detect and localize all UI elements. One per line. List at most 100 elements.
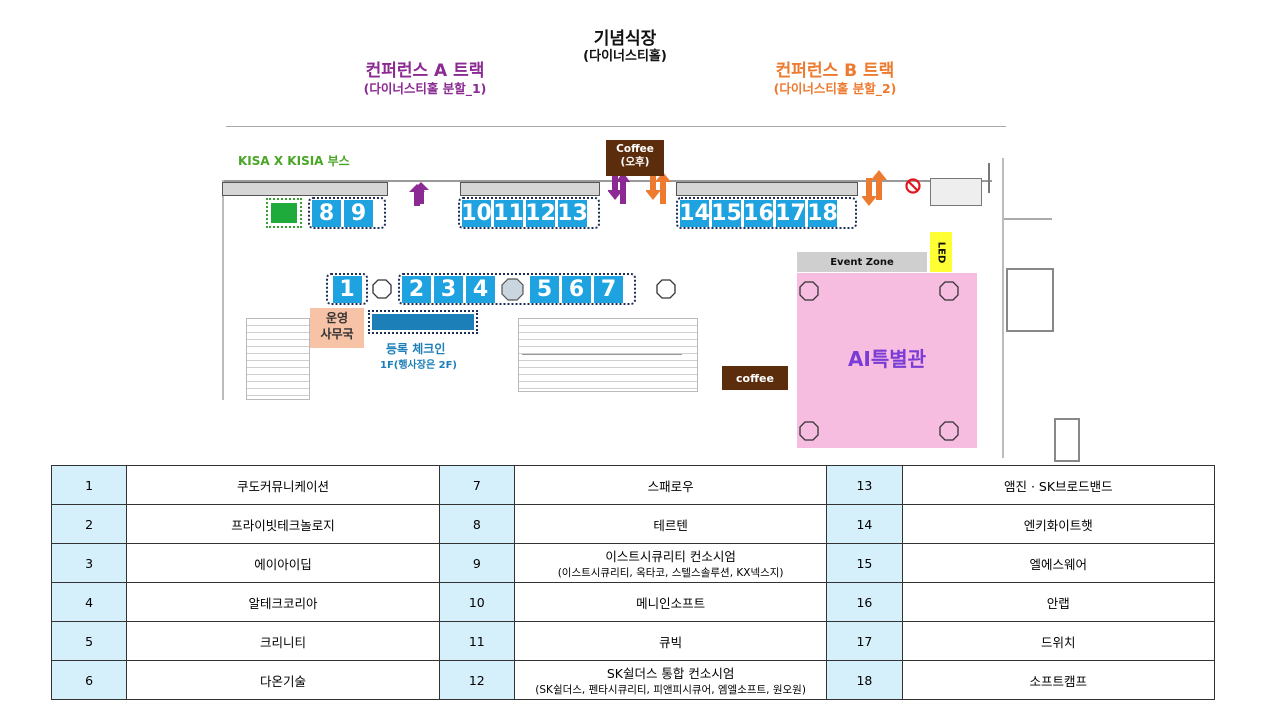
right-lower-box bbox=[1054, 418, 1080, 462]
registration-sublabel: 1F(행사장은 2F) bbox=[380, 360, 458, 371]
booth-number: 2 bbox=[85, 516, 94, 532]
booth-18[interactable]: 18 bbox=[807, 199, 838, 227]
vendor-name: 이스트시큐리티 컨소시엄 bbox=[605, 549, 736, 564]
track-b-subtitle: (다이너스티홀 분할_2) bbox=[773, 80, 897, 96]
booth-13[interactable]: 13 bbox=[557, 199, 588, 227]
booth-number: 1 bbox=[85, 477, 94, 493]
booth-number-cell: 18 bbox=[826, 660, 903, 700]
ai-hall-pillar-tl bbox=[799, 281, 819, 301]
vendor-name-cell: 이스트시큐리티 컨소시엄 (이스트시큐리티, 옥타코, 스텔스솔루션, KX넥스지… bbox=[513, 543, 828, 583]
left-wall bbox=[222, 180, 224, 400]
booth-3[interactable]: 3 bbox=[434, 275, 463, 303]
booth-number-cell: 5 bbox=[50, 621, 128, 661]
ceremony-entrance-arrow-orange-icon bbox=[646, 172, 671, 204]
booth-number: 17 bbox=[856, 633, 873, 649]
booth-number: 14 bbox=[856, 516, 873, 532]
vendor-members: (SK쉴더스, 펜타시큐리티, 피앤피시큐어, 엠엘소프트, 원오원) bbox=[535, 684, 806, 696]
booth-number-cell: 13 bbox=[826, 465, 903, 505]
partition-wall-a bbox=[222, 182, 388, 196]
booth-number-cell: 7 bbox=[438, 465, 515, 505]
booth-number-cell: 9 bbox=[438, 543, 515, 583]
stairs-rail bbox=[522, 354, 682, 355]
coffee-afternoon-label: Coffee bbox=[616, 143, 654, 155]
booth-number-cell: 15 bbox=[826, 543, 903, 583]
ai-hall-pillar-tr bbox=[939, 281, 959, 301]
vendor-name-cell: 메니인소프트 bbox=[513, 582, 828, 622]
ceremony-hall-subtitle: (다이너스티홀) bbox=[583, 48, 667, 64]
booth-group-14-18: 14 15 16 17 18 bbox=[676, 197, 857, 229]
booth-number-cell: 2 bbox=[50, 504, 128, 544]
registration-desk-block bbox=[372, 314, 474, 330]
booth-number: 6 bbox=[85, 672, 94, 688]
ceremony-hall-header: 기념식장 (다이너스티홀) bbox=[560, 29, 690, 64]
kisa-booth-block bbox=[271, 203, 297, 223]
booth-5[interactable]: 5 bbox=[530, 275, 559, 303]
track-b-title: 컨퍼런스 B 트랙 bbox=[775, 61, 895, 81]
vendor-name: 프라이빗테크놀로지 bbox=[231, 517, 335, 533]
ops-office: 운영 사무국 bbox=[310, 308, 364, 348]
booth-number: 12 bbox=[468, 672, 485, 688]
vendor-name-cell: 다온기술 bbox=[126, 660, 440, 700]
top-wall bbox=[222, 180, 992, 182]
partition-wall-c bbox=[676, 182, 858, 196]
no-entry-icon bbox=[905, 178, 921, 194]
pillar-1 bbox=[372, 279, 392, 299]
dimension-line bbox=[226, 126, 1006, 127]
booth-8[interactable]: 8 bbox=[312, 199, 341, 227]
booth-group-10-13: 10 11 12 13 bbox=[458, 197, 600, 229]
vendor-name-cell: 에이아이딥 bbox=[126, 543, 440, 583]
booth-1[interactable]: 1 bbox=[332, 275, 362, 303]
led-label: LED bbox=[935, 241, 947, 263]
booth-9[interactable]: 9 bbox=[344, 199, 373, 227]
track-a-title: 컨퍼런스 A 트랙 bbox=[365, 61, 485, 81]
vendor-name: 엔키화이트햇 bbox=[1023, 517, 1093, 533]
booth-number: 18 bbox=[856, 672, 873, 688]
booth-12[interactable]: 12 bbox=[525, 199, 556, 227]
ceremony-entrance-arrow-purple-icon bbox=[608, 172, 630, 204]
vendor-name: 다온기술 bbox=[259, 673, 306, 689]
vendor-name: 에이아이딥 bbox=[254, 556, 312, 572]
booth-14[interactable]: 14 bbox=[679, 199, 710, 227]
booth-10[interactable]: 10 bbox=[461, 199, 492, 227]
right-top-corner bbox=[988, 163, 990, 193]
vendor-name: 엘에스웨어 bbox=[1029, 556, 1088, 572]
vendor-name-cell: 엘에스웨어 bbox=[901, 543, 1216, 583]
registration-desk bbox=[368, 310, 478, 334]
door-box bbox=[930, 178, 982, 206]
booth-11[interactable]: 11 bbox=[493, 199, 524, 227]
vendor-name-cell: 엔키화이트햇 bbox=[901, 504, 1216, 544]
stairs-left bbox=[246, 318, 310, 400]
coffee-afternoon-sublabel: (오후) bbox=[620, 156, 650, 169]
booth-number: 10 bbox=[468, 594, 485, 610]
vendor-name-cell: 앰진 · SK브로드밴드 bbox=[901, 465, 1216, 505]
vendor-name: 알테크코리아 bbox=[248, 595, 318, 611]
booth-2[interactable]: 2 bbox=[402, 275, 431, 303]
booth-15[interactable]: 15 bbox=[711, 199, 742, 227]
booth-number: 5 bbox=[85, 633, 94, 649]
booth-6[interactable]: 6 bbox=[562, 275, 591, 303]
kisa-booth bbox=[266, 198, 302, 228]
booth-number: 8 bbox=[472, 516, 481, 532]
vendor-name: 드위치 bbox=[1041, 634, 1076, 650]
booth-17[interactable]: 17 bbox=[775, 199, 806, 227]
vendor-name-cell: 안랩 bbox=[901, 582, 1216, 622]
booth-number: 4 bbox=[85, 594, 94, 610]
coffee-box: coffee bbox=[722, 366, 788, 390]
booth-number-cell: 11 bbox=[438, 621, 515, 661]
booth-number-cell: 6 bbox=[50, 660, 128, 700]
booth-number-cell: 17 bbox=[826, 621, 903, 661]
event-zone: Event Zone bbox=[797, 252, 927, 272]
booth-group-1: 1 bbox=[326, 273, 368, 305]
vendor-members: (이스트시큐리티, 옥타코, 스텔스솔루션, KX넥스지) bbox=[557, 567, 784, 579]
vendor-name: 테르텐 bbox=[653, 517, 688, 533]
booth-16[interactable]: 16 bbox=[743, 199, 774, 227]
booth-number-cell: 1 bbox=[50, 465, 128, 505]
right-corridor-box bbox=[1006, 268, 1054, 332]
booth-7[interactable]: 7 bbox=[594, 275, 623, 303]
track-a-header: 컨퍼런스 A 트랙 (다이너스티홀 분할_1) bbox=[320, 61, 530, 96]
vendor-name-cell: SK쉴더스 통합 컨소시엄(SK쉴더스, 펜타시큐리티, 피앤피시큐어, 엠엘소… bbox=[513, 660, 828, 700]
booth-4[interactable]: 4 bbox=[466, 275, 495, 303]
ai-hall-pillar-br bbox=[939, 421, 959, 441]
pillar-3 bbox=[656, 279, 676, 299]
